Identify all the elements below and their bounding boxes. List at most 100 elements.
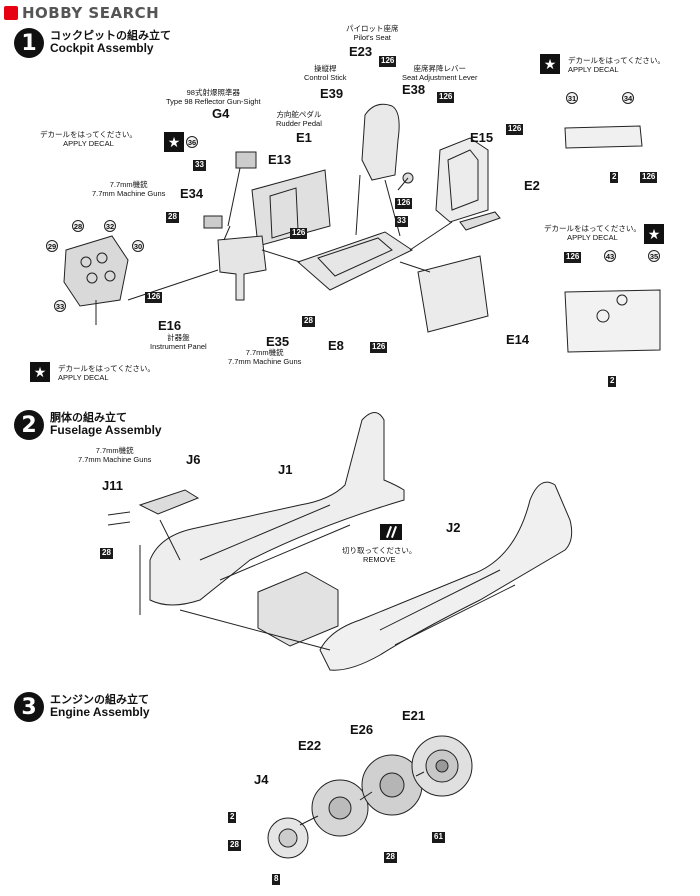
decal-29: 29	[46, 240, 58, 252]
decal-tl-en: APPLY DECAL	[63, 139, 114, 148]
decal-33: 33	[54, 300, 66, 312]
decal-30: 30	[132, 240, 144, 252]
step-2-header: 2 胴体の組み立て Fuselage Assembly	[14, 410, 162, 440]
color-126-badge: 126	[640, 172, 658, 183]
decal-bl-label: デカールをはってください。 APPLY DECAL	[58, 364, 155, 382]
instrument-en: Instrument Panel	[150, 342, 207, 351]
part-e22: E22	[298, 738, 322, 753]
decal-31: 31	[566, 92, 578, 104]
decal-tl-jp: デカールをはってください。	[40, 130, 137, 139]
decal-tr-jp: デカールをはってください。	[568, 56, 665, 65]
step-3-title-jp: エンジンの組み立て	[50, 693, 149, 706]
part-e8: E8	[328, 338, 344, 353]
step-1-number: 1	[14, 28, 44, 58]
part-e15: E15	[470, 130, 494, 145]
decal-bl-en: APPLY DECAL	[58, 373, 109, 382]
remove-en: REMOVE	[362, 555, 396, 564]
mg-e34-en: 7.7mm Machine Guns	[92, 189, 166, 198]
pilot-seat-en: Pilot's Seat	[353, 33, 391, 42]
remove-icon	[380, 524, 402, 540]
part-j11: J11	[102, 478, 123, 493]
gunsight-jp: 98式射爆照準器	[186, 88, 240, 97]
rudder-pedal-label: 方向舵ペダル Rudder Pedal	[276, 110, 322, 128]
pilot-seat-label: パイロット座席 Pilot's Seat	[346, 24, 399, 42]
decal-star-icon: ★	[644, 224, 664, 244]
decal-43: 43	[604, 250, 616, 262]
decal-tr-label: デカールをはってください。 APPLY DECAL	[568, 56, 665, 74]
decal-mr-en: APPLY DECAL	[567, 233, 618, 242]
color-126-badge: 126	[506, 124, 524, 135]
color-126-badge: 126	[145, 292, 163, 303]
part-g4: G4	[212, 106, 230, 121]
part-j1: J1	[278, 462, 293, 477]
step-1-header: 1 コックピットの組み立て Cockpit Assembly	[14, 28, 171, 58]
pilot-seat-jp: パイロット座席	[346, 24, 399, 33]
mg-e35-label: 7.7mm機銃 7.7mm Machine Guns	[228, 348, 301, 366]
part-e13: E13	[268, 152, 292, 167]
color-28-badge: 28	[384, 852, 397, 863]
part-e23: E23	[349, 44, 373, 59]
control-stick-label: 操縦桿 Control Stick	[304, 64, 347, 82]
decal-tr-en: APPLY DECAL	[568, 65, 619, 74]
remove-jp: 切り取ってください。	[342, 546, 417, 555]
decal-28: 28	[72, 220, 84, 232]
step-2-number: 2	[14, 410, 44, 440]
step-3-title: エンジンの組み立て Engine Assembly	[50, 694, 150, 720]
seat-adjust-en: Seat Adjustment Lever	[402, 73, 478, 82]
color-126-badge: 126	[370, 342, 388, 353]
part-e38: E38	[402, 82, 426, 97]
decal-star-icon: ★	[164, 132, 184, 152]
color-28-badge: 28	[166, 212, 179, 223]
color-33-badge: 33	[395, 216, 408, 227]
decal-mr-jp: デカールをはってください。	[544, 224, 641, 233]
part-e1: E1	[296, 130, 312, 145]
color-28-badge: 28	[228, 840, 241, 851]
decal-36: 36	[186, 136, 198, 148]
color-61-badge: 61	[432, 832, 445, 843]
color-126-badge: 126	[290, 228, 308, 239]
part-e21: E21	[402, 708, 426, 723]
step-3-header: 3 エンジンの組み立て Engine Assembly	[14, 692, 150, 722]
decal-35: 35	[648, 250, 660, 262]
decal-34: 34	[622, 92, 634, 104]
part-j2: J2	[446, 520, 461, 535]
seat-adjust-jp: 座席昇降レバー	[413, 64, 466, 73]
rudder-pedal-en: Rudder Pedal	[276, 119, 322, 128]
step-2-title-en: Fuselage Assembly	[50, 423, 162, 438]
rudder-pedal-jp: 方向舵ペダル	[276, 110, 322, 119]
seat-adjust-label: 座席昇降レバー Seat Adjustment Lever	[402, 64, 477, 82]
step-1-title: コックピットの組み立て Cockpit Assembly	[50, 30, 171, 56]
part-e39: E39	[320, 86, 344, 101]
step-1-title-jp: コックピットの組み立て	[50, 29, 171, 42]
color-126-badge: 126	[564, 252, 582, 263]
instrument-panel-label: 計器盤 Instrument Panel	[150, 333, 207, 351]
color-2-badge: 2	[228, 812, 237, 823]
color-126-badge: 126	[437, 92, 455, 103]
watermark: HOBBY SEARCH	[4, 4, 159, 22]
part-e2: E2	[524, 178, 540, 193]
color-126-badge: 126	[379, 56, 397, 67]
gunsight-label: 98式射爆照準器 Type 98 Reflector Gun-Sight	[166, 88, 261, 106]
step-2-title: 胴体の組み立て Fuselage Assembly	[50, 412, 162, 438]
control-stick-en: Control Stick	[304, 73, 347, 82]
part-e14: E14	[506, 332, 530, 347]
gunsight-en: Type 98 Reflector Gun-Sight	[166, 97, 261, 106]
part-e26: E26	[350, 722, 374, 737]
part-e16: E16	[158, 318, 182, 333]
decal-star-icon: ★	[540, 54, 560, 74]
mg-j6-jp: 7.7mm機銃	[95, 446, 134, 455]
color-2-badge: 2	[608, 376, 617, 387]
mg-e34-label: 7.7mm機銃 7.7mm Machine Guns	[92, 180, 165, 198]
step-1-title-en: Cockpit Assembly	[50, 41, 154, 56]
color-2-badge: 2	[610, 172, 619, 183]
step-3-title-en: Engine Assembly	[50, 705, 150, 720]
decal-bl-jp: デカールをはってください。	[58, 364, 155, 373]
color-8-badge: 8	[272, 874, 281, 885]
color-28-badge: 28	[302, 316, 315, 327]
decal-32: 32	[104, 220, 116, 232]
mg-j6-label: 7.7mm機銃 7.7mm Machine Guns	[78, 446, 151, 464]
control-stick-jp: 操縦桿	[314, 64, 337, 73]
color-126-badge: 126	[395, 198, 413, 209]
decal-star-icon: ★	[30, 362, 50, 382]
